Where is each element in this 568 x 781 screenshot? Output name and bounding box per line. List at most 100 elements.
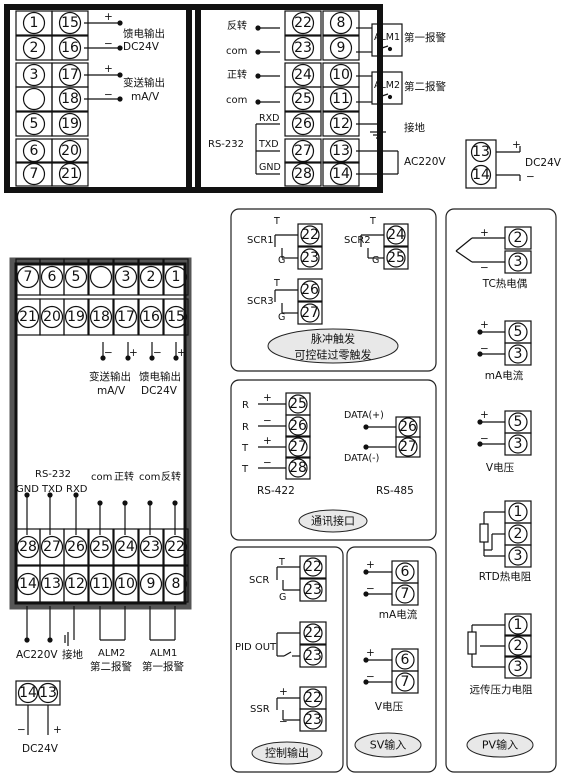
terminal-circle: [291, 63, 315, 87]
terminal-top-left-col-6: 7: [22, 162, 46, 186]
com-label: com: [91, 472, 112, 483]
dc-terminal: 13: [470, 141, 492, 163]
rs422-terminal: 27: [288, 437, 308, 457]
terminal-number: 9: [337, 40, 346, 56]
terminal-circle: [291, 87, 315, 111]
sv-ma-label: mA电流: [379, 608, 418, 621]
terminal-circle: [508, 434, 528, 454]
terminal-cell: [504, 655, 532, 679]
forward-label: 正转: [114, 470, 134, 483]
terminal-circle: [89, 305, 113, 329]
terminal-number: 14: [19, 685, 37, 701]
pulse-terminal: 22: [300, 225, 320, 245]
sv-terminal: 6: [395, 650, 415, 670]
terminal-top-col3-2: 24: [291, 63, 315, 87]
side-terminal: 9: [139, 572, 163, 596]
feed-voltage-label: DC24V: [123, 41, 160, 53]
scr1-label: SCR1: [247, 235, 274, 246]
scr-label: SCR: [249, 575, 269, 586]
reverse-label: 反转: [161, 470, 181, 483]
terminal-cell: [163, 528, 189, 566]
terminal-number: 19: [61, 116, 79, 132]
terminal-cell: [383, 246, 409, 270]
terminal-top-left-col-0: 1: [22, 11, 46, 35]
terminal-circle: [40, 305, 64, 329]
terminal-number: 22: [294, 15, 312, 31]
terminal-cell: [51, 111, 89, 137]
terminal-top-right-col-6: 21: [58, 162, 82, 186]
dc-terminal: 14: [17, 682, 39, 704]
terminal-circle: [508, 252, 528, 272]
side-terminal: 10: [114, 572, 138, 596]
terminal-circle: [58, 112, 82, 136]
side-terminal: 18: [89, 305, 113, 329]
t-label: T: [278, 557, 285, 568]
minus-sign: −: [263, 457, 272, 469]
plus-sign: +: [279, 686, 288, 698]
plus-sign: +: [480, 409, 489, 421]
control-terminal: 22: [303, 557, 323, 577]
terminal-circle: [291, 162, 315, 186]
terminal-number: 14: [19, 576, 37, 592]
terminal-cell: [138, 258, 164, 296]
pv-remote-label: 远传压力电阻: [470, 683, 533, 696]
terminal-circle: [16, 572, 40, 596]
terminal-top-col4-1: 9: [329, 36, 353, 60]
control-terminal: 22: [303, 623, 323, 643]
rs422-label: RS-422: [257, 485, 295, 497]
terminal-number: 18: [61, 91, 79, 107]
terminal-cell: [395, 436, 421, 458]
gnd-label: GND: [259, 162, 281, 173]
terminal-cell: [297, 278, 323, 302]
terminal-number: 27: [399, 439, 417, 455]
terminal-circle: [300, 303, 320, 323]
terminal-circle: [303, 580, 323, 600]
pv-terminal: 1: [508, 615, 528, 635]
terminal-circle: [329, 87, 353, 111]
terminal-number: 13: [472, 144, 490, 160]
minus-sign: −: [104, 347, 113, 359]
terminal-top-col4-0: 8: [329, 11, 353, 35]
terminal-circle: [64, 265, 88, 289]
minus-sign: −: [526, 171, 535, 183]
side-terminal: 14: [16, 572, 40, 596]
pv-terminal: 3: [508, 434, 528, 454]
dc-terminal: 14: [470, 164, 492, 186]
t-label: T: [273, 278, 280, 289]
terminal-top-col4-3: 11: [329, 87, 353, 111]
terminal-cell: [113, 298, 139, 336]
terminal-number: 10: [332, 67, 350, 83]
alarm2-label: 第二报警: [404, 80, 446, 93]
side-terminal: [89, 265, 113, 289]
control-terminal: 22: [303, 688, 323, 708]
terminal-cell: [299, 708, 327, 732]
terminal-top-col4-5: 13: [329, 139, 353, 163]
terminal-top-right-col-3: 18: [58, 87, 82, 111]
side-terminal: 5: [64, 265, 88, 289]
rs485-terminal: 27: [398, 437, 418, 457]
terminal-number: 2: [514, 526, 523, 542]
plus-sign: +: [263, 392, 272, 404]
pv-terminal: 1: [508, 502, 528, 522]
control-output-title-badge: [251, 741, 323, 765]
pv-terminal: 5: [508, 322, 528, 342]
pulse-trigger-title-badge: [267, 328, 399, 364]
t-label: T: [241, 464, 249, 475]
terminal-number: 12: [67, 576, 85, 592]
alm2-label: ALM2: [374, 80, 400, 91]
transmit-output-label: 变送输出: [123, 76, 165, 89]
dc-terminal: 13: [37, 682, 59, 704]
terminal-number: 5: [514, 324, 523, 340]
terminal-cell: [138, 565, 164, 603]
terminal-circle: [303, 623, 323, 643]
side-lower-wiring: [24, 606, 176, 646]
transmit-output-label: 变送输出: [89, 370, 131, 383]
terminal-circle: [40, 265, 64, 289]
terminal-cell: [63, 258, 89, 296]
com-label: com: [139, 472, 160, 483]
side-terminal: 8: [164, 572, 188, 596]
terminal-cell: [51, 161, 89, 187]
data-plus-label: DATA(+): [344, 410, 384, 421]
